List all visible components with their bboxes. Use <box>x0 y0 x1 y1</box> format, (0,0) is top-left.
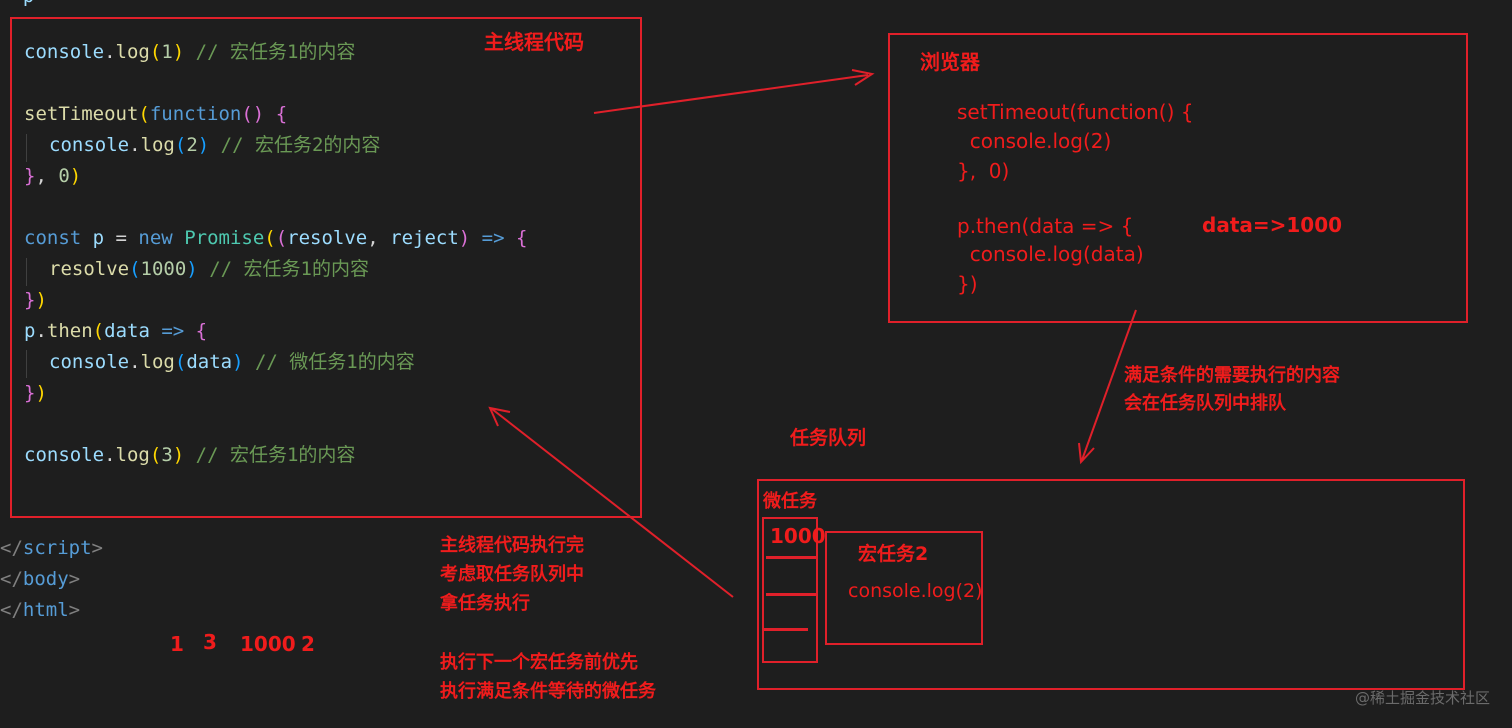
browser-code-line: }) <box>957 272 978 296</box>
code-line-7: }) <box>24 289 47 311</box>
macro-task-label: 宏任务2 <box>858 543 929 565</box>
data-value-note: data=>1000 <box>1202 213 1343 237</box>
exec-note-line: 拿任务执行 <box>440 593 530 614</box>
code-top-fragment: p <box>0 0 34 8</box>
macro-task-code: console.log(2) <box>848 580 983 602</box>
queue-note-line-1: 满足条件的需要执行的内容 <box>1124 365 1340 386</box>
browser-box <box>888 33 1468 323</box>
arrow-to-main <box>491 408 734 598</box>
arrow-head <box>1078 442 1095 465</box>
micro-task-box <box>762 517 818 663</box>
micro-task-label: 微任务 <box>763 491 817 512</box>
code-close-script: </script> <box>0 537 103 559</box>
main-thread-label: 主线程代码 <box>484 30 584 54</box>
browser-code-line: p.then(data => { <box>957 214 1134 238</box>
output-value: 1 <box>170 632 184 656</box>
macro-task-box <box>825 531 983 645</box>
code-editor: p console.log(1) // 宏任务1的内容 setTimeout(f… <box>0 0 640 728</box>
micro-task-value: 1000 <box>770 524 826 548</box>
code-line-11: console.log(3) // 宏任务1的内容 <box>24 444 356 466</box>
output-value: 1000 <box>240 632 296 656</box>
arrow-head <box>851 69 875 86</box>
main-thread-box <box>10 17 642 518</box>
code-line-10: }) <box>24 382 47 404</box>
code-line-1: console.log(1) // 宏任务1的内容 <box>24 41 356 63</box>
browser-label: 浏览器 <box>920 50 980 74</box>
code-line-6: resolve(1000) // 宏任务1的内容 <box>49 258 369 280</box>
indent-guide <box>26 134 27 162</box>
arrow-head <box>488 406 511 427</box>
micro-slot-line <box>766 593 818 596</box>
output-value: 3 <box>203 630 217 654</box>
queue-note-line-2: 会在任务队列中排队 <box>1124 393 1286 414</box>
exec-note-line: 主线程代码执行完 <box>440 535 584 556</box>
browser-code-line: console.log(2) <box>957 129 1112 153</box>
code-line-5: const p = new Promise((resolve, reject) … <box>24 227 528 249</box>
priority-note-line: 执行下一个宏任务前优先 <box>440 652 638 673</box>
arrow-to-queue <box>1081 309 1137 461</box>
task-queue-box <box>757 479 1465 690</box>
code-line-3: console.log(2) // 宏任务2的内容 <box>49 134 381 156</box>
browser-code-line: console.log(data) <box>957 242 1144 266</box>
code-line-9: console.log(data) // 微任务1的内容 <box>49 351 415 373</box>
code-line-2: setTimeout(function() { <box>24 103 288 125</box>
code-close-html: </html> <box>0 599 81 621</box>
code-line-8: p.then(data => { <box>24 320 208 342</box>
browser-code-line: setTimeout(function() { <box>957 100 1194 124</box>
task-queue-label: 任务队列 <box>790 427 867 449</box>
indent-guide <box>26 258 27 286</box>
code-close-body: </body> <box>0 568 81 590</box>
browser-code-line: }, 0) <box>957 159 1010 183</box>
priority-note-line: 执行满足条件等待的微任务 <box>440 681 656 702</box>
micro-slot-line <box>766 556 816 559</box>
code-line-4: }, 0) <box>24 165 82 187</box>
micro-slot-line <box>764 628 808 631</box>
indent-guide <box>26 350 27 378</box>
arrow-to-browser <box>593 74 869 114</box>
output-value: 2 <box>301 632 315 656</box>
exec-note-line: 考虑取任务队列中 <box>440 564 584 585</box>
watermark: @稀土掘金技术社区 <box>1354 689 1490 707</box>
